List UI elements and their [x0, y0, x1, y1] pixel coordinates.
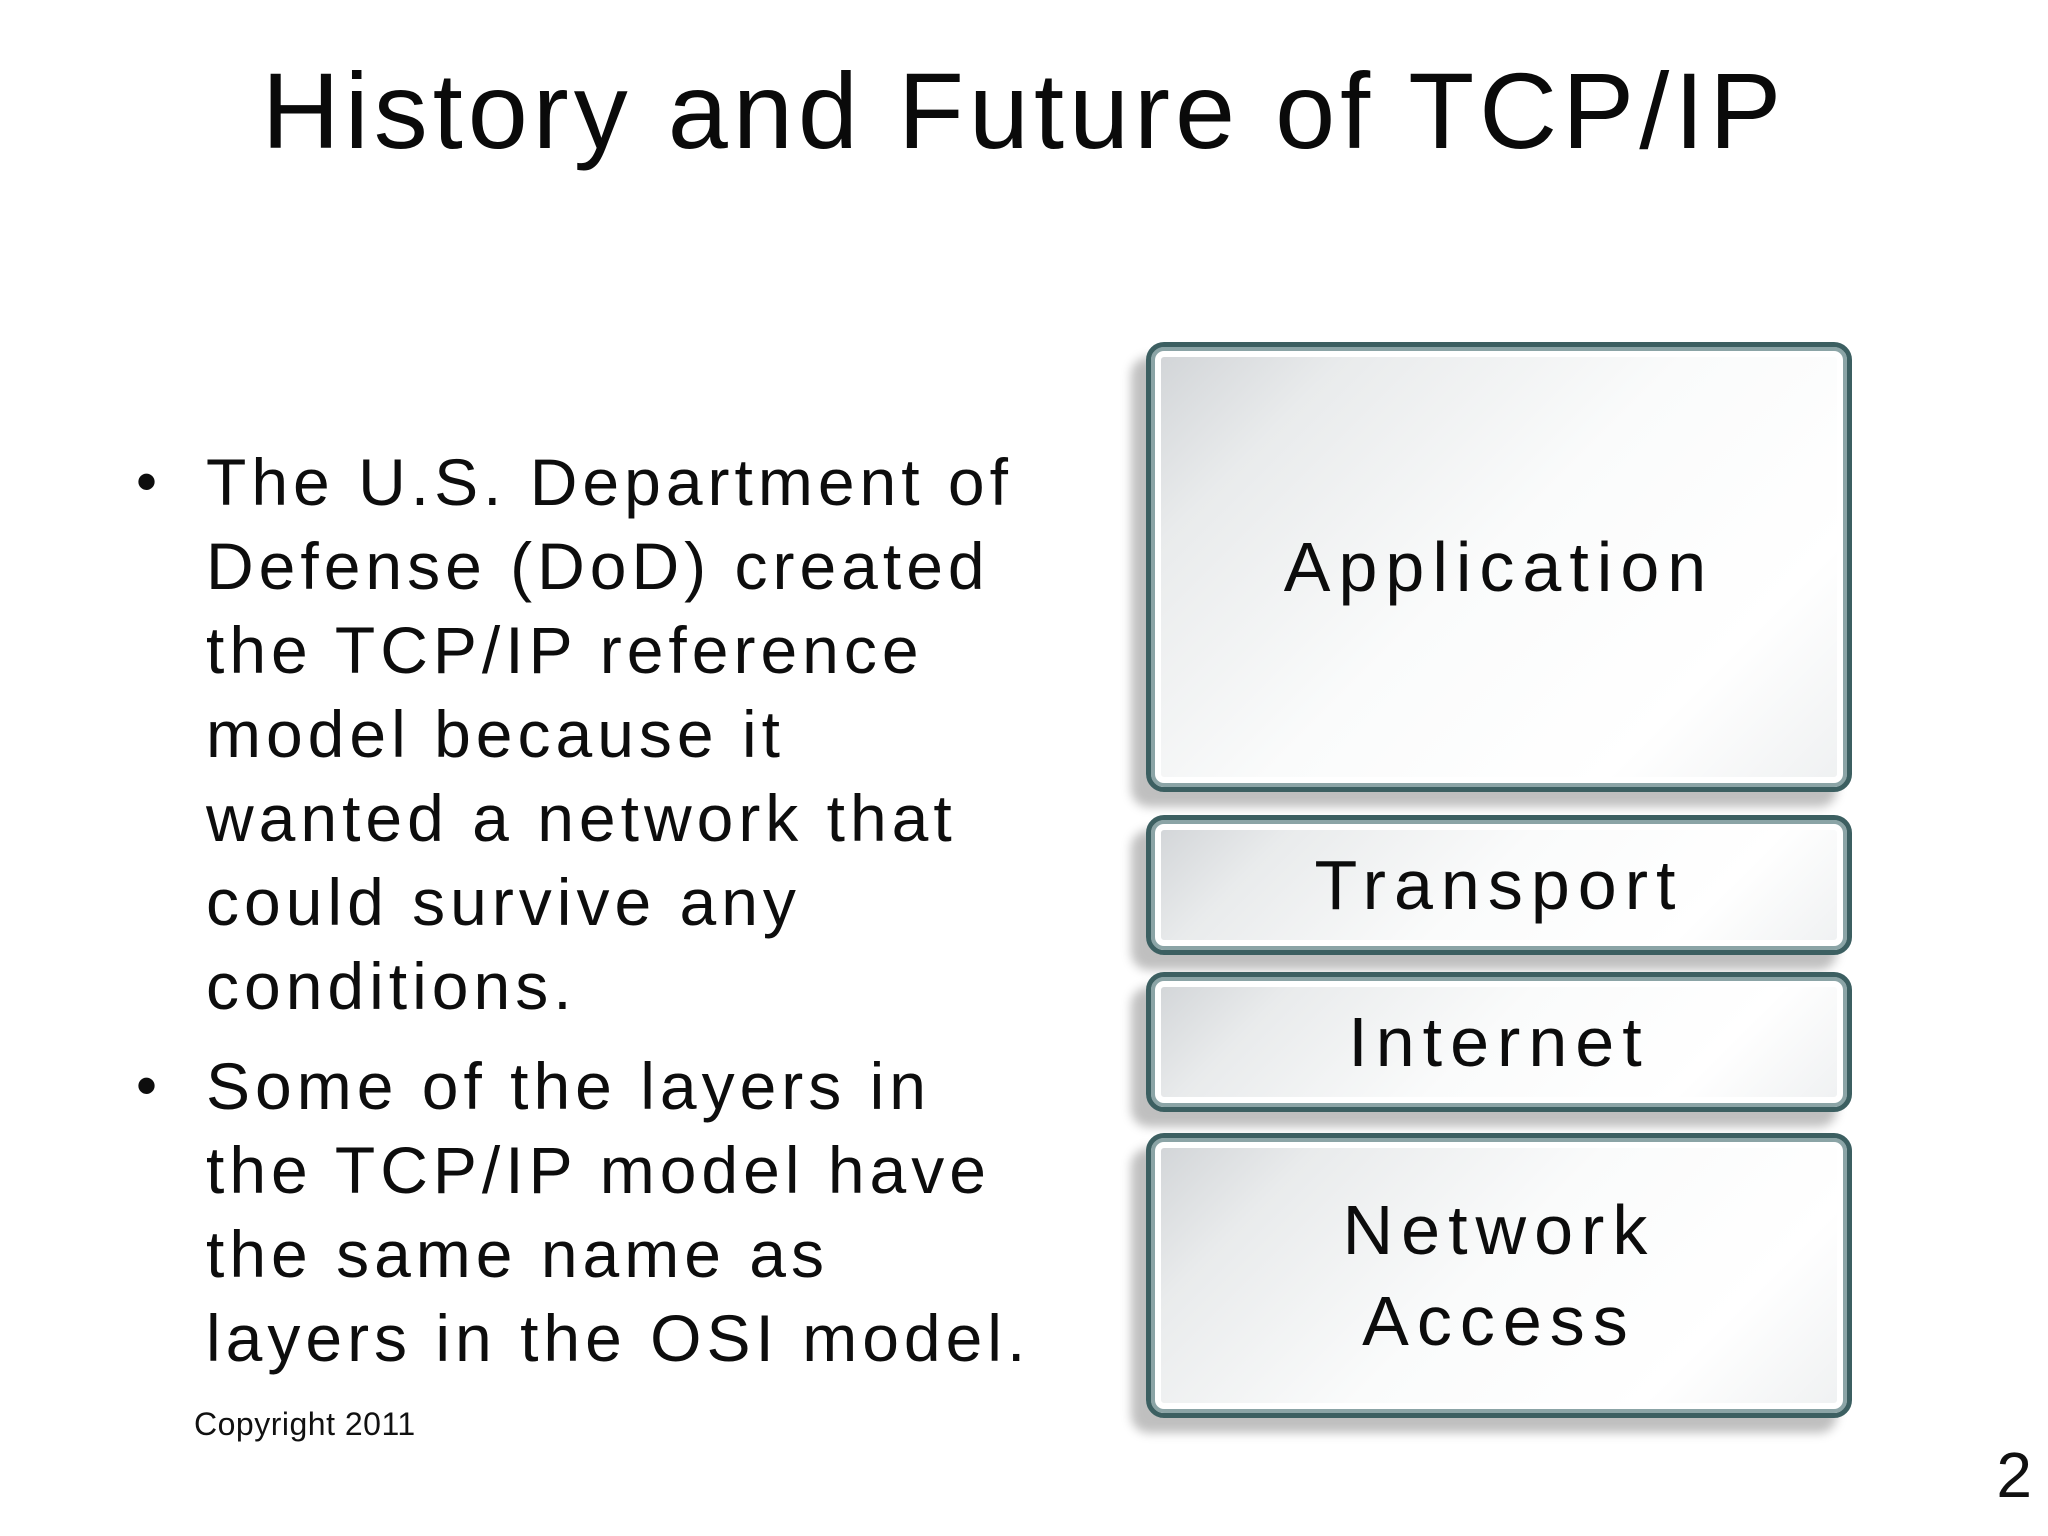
bullet-marker-icon: •	[136, 448, 163, 515]
layer-label: Transport	[1314, 845, 1684, 924]
copyright-notice: Copyright 2011	[194, 1406, 416, 1442]
slide-title: History and Future of TCP/IP	[261, 50, 1787, 171]
bullet-text: Some of the layers in the TCP/IP model h…	[206, 1049, 1031, 1375]
diagram-layer-transport: Transport	[1146, 815, 1852, 955]
bullet-item: • Some of the layers in the TCP/IP model…	[128, 1044, 1078, 1380]
diagram-layer-network-access: Network Access	[1146, 1133, 1852, 1418]
diagram-layer-application: Application	[1146, 342, 1852, 792]
layer-label: Internet	[1348, 1002, 1650, 1081]
bullet-item: • The U.S. Department of Defense (DoD) c…	[128, 440, 1078, 1028]
page-number: 2	[1996, 1439, 2032, 1511]
bullet-marker-icon: •	[136, 1052, 163, 1119]
bullet-text: The U.S. Department of Defense (DoD) cre…	[206, 445, 1013, 1023]
layer-label: Application	[1283, 527, 1715, 606]
layer-label: Network Access	[1342, 1190, 1656, 1360]
bullet-list: • The U.S. Department of Defense (DoD) c…	[128, 440, 1078, 1380]
diagram-layer-internet: Internet	[1146, 972, 1852, 1112]
